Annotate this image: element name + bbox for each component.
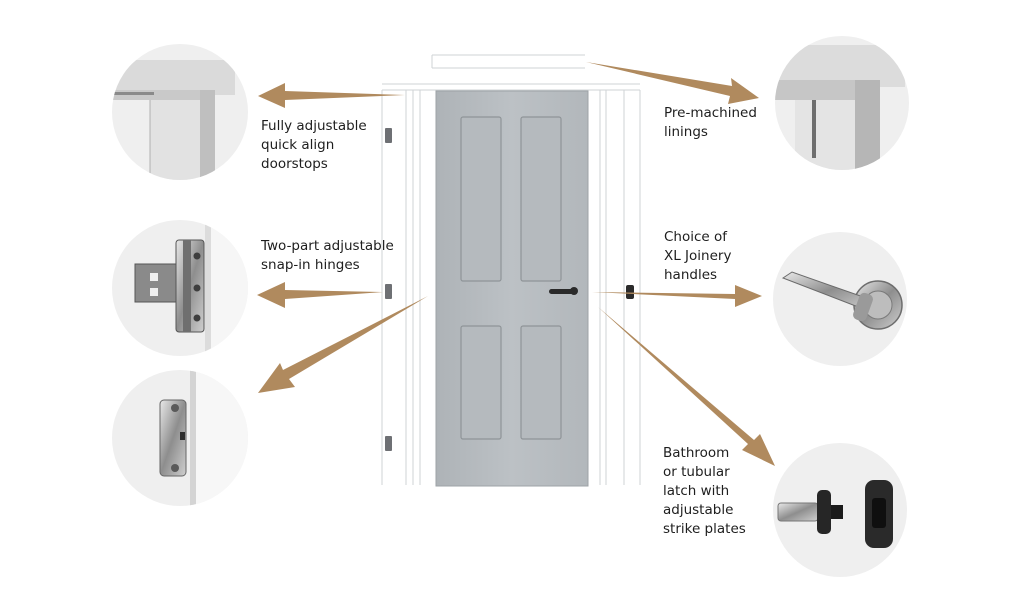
- hinge-icon: [112, 220, 248, 356]
- label-hinges: Two-part adjustable snap-in hinges: [261, 238, 394, 273]
- label-doorstops: Fully adjustable quick align doorstops: [261, 118, 367, 172]
- door-leaf: [435, 90, 589, 487]
- frame-strike-keep: [626, 285, 634, 299]
- doorstop-icon: [112, 44, 248, 180]
- frame-hinges: [385, 128, 392, 451]
- striker-plate-icon: [112, 370, 248, 506]
- label-linings: Pre-machined linings: [664, 105, 757, 140]
- door-handle: [549, 287, 578, 295]
- lever-handle-icon: [773, 232, 907, 366]
- door-panels: [460, 116, 562, 440]
- label-latch: Bathroom or tubular latch with adjustabl…: [663, 445, 746, 537]
- lining-icon: [775, 36, 909, 170]
- latch-icon: [773, 443, 907, 577]
- label-handles: Choice of XL Joinery handles: [664, 229, 732, 283]
- callout-arrows: [257, 62, 775, 466]
- door-frame: [381, 54, 641, 485]
